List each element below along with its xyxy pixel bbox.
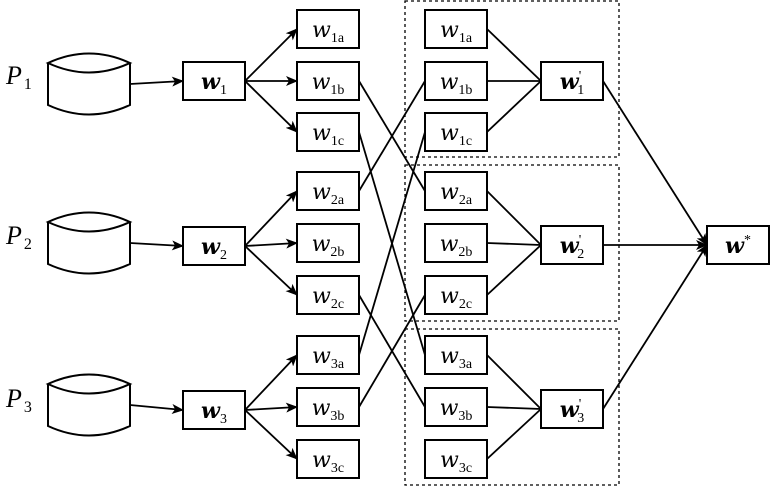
edge-g2c-to-wp2 — [486, 244, 542, 296]
edge-P2-to-w2 — [129, 240, 184, 251]
edge-w1-to-w1a — [244, 28, 298, 82]
local-model-w3: w3 — [182, 390, 246, 430]
local-model-w2-label: w2 — [201, 234, 227, 263]
split-model-w1b: w1b — [296, 61, 360, 101]
edge-w1-to-w1c — [244, 80, 298, 133]
database-icon-p3 — [45, 373, 133, 437]
split-model-w1b-label: w1b — [312, 70, 345, 98]
database-icon-p1 — [45, 52, 133, 116]
split-model-w3a-label: w3a — [312, 344, 345, 372]
split-model-w2b-label: w2b — [312, 232, 345, 260]
aggregated-model-wp3-label: w'3 — [560, 397, 584, 426]
group-2-frame — [404, 164, 620, 322]
edge-w3b-to-g2c — [358, 294, 426, 408]
global-model-wstar-label: w* — [725, 233, 751, 259]
edge-w2-to-w2a — [244, 190, 298, 247]
grouped-model-g3b-label: w3b — [440, 396, 473, 424]
local-model-w3-label: w3 — [201, 398, 227, 427]
grouped-model-g3b: w3b — [424, 387, 488, 427]
edge-g3b-to-wp3 — [486, 406, 542, 410]
aggregated-model-wp1: w'1 — [540, 61, 604, 101]
edge-g1c-to-wp1 — [486, 80, 542, 133]
split-model-w3c: w3c — [296, 439, 360, 479]
edge-g1a-to-wp1 — [486, 28, 542, 82]
grouped-model-g3c: w3c — [424, 439, 488, 479]
aggregated-model-wp1-label: w'1 — [560, 69, 584, 98]
edge-w3a-to-g1c — [358, 131, 426, 356]
grouped-model-g1c: w1c — [424, 112, 488, 152]
local-model-w2: w2 — [182, 226, 246, 266]
aggregated-model-wp3: w'3 — [540, 389, 604, 429]
group-1-frame — [404, 0, 620, 158]
aggregated-model-wp2: w'2 — [540, 225, 604, 265]
grouped-model-g3c-label: w3c — [440, 448, 472, 476]
split-model-w3a: w3a — [296, 335, 360, 375]
split-model-w3b: w3b — [296, 387, 360, 427]
split-model-w1c: w1c — [296, 112, 360, 152]
grouped-model-g1c-label: w1c — [440, 121, 472, 149]
grouped-model-g2a-label: w2a — [440, 180, 473, 208]
grouped-model-g3a: w3a — [424, 335, 488, 375]
database-icon-p2 — [45, 211, 133, 275]
split-model-w2c: w2c — [296, 275, 360, 315]
grouped-model-g2c: w2c — [424, 275, 488, 315]
split-model-w1a-label: w1a — [312, 18, 345, 46]
split-model-w3b-label: w3b — [312, 396, 345, 424]
edge-w3-to-w3c — [244, 409, 298, 460]
group-3-frame — [404, 328, 620, 486]
split-model-w1a: w1a — [296, 9, 360, 49]
edge-w2-to-w2c — [244, 245, 298, 296]
split-model-w2a: w2a — [296, 171, 360, 211]
edge-P3-to-w3 — [129, 403, 184, 414]
local-model-w1: w1 — [182, 61, 246, 101]
edge-g2a-to-wp2 — [486, 190, 542, 246]
grouped-model-g1a-label: w1a — [440, 18, 473, 46]
local-model-w1-label: w1 — [201, 69, 227, 98]
grouped-model-g1b-label: w1b — [440, 70, 473, 98]
grouped-model-g3a-label: w3a — [440, 344, 473, 372]
edge-w2a-to-g1b — [358, 80, 426, 192]
edge-g2b-to-wp2 — [486, 242, 542, 246]
edge-wp1-to-wstar — [602, 80, 708, 246]
grouped-model-g1a: w1a — [424, 9, 488, 49]
grouped-model-g2b-label: w2b — [440, 232, 473, 260]
split-model-w3c-label: w3c — [312, 448, 344, 476]
edge-w3-to-w3a — [244, 354, 298, 411]
aggregated-model-wp2-label: w'2 — [560, 233, 584, 262]
grouped-model-g2b: w2b — [424, 223, 488, 263]
edge-w3-to-w3b — [244, 402, 298, 413]
split-model-w2b: w2b — [296, 223, 360, 263]
split-model-w2a-label: w2a — [312, 180, 345, 208]
edge-P1-to-w1 — [129, 76, 184, 87]
split-model-w2c-label: w2c — [312, 284, 344, 312]
split-model-w1c-label: w1c — [312, 121, 344, 149]
grouped-model-g2c-label: w2c — [440, 284, 472, 312]
edge-g3c-to-wp3 — [486, 408, 542, 460]
global-model-wstar: w* — [706, 225, 770, 265]
edge-wp3-to-wstar — [602, 244, 708, 410]
edge-w2-to-w2b — [244, 238, 298, 249]
grouped-model-g2a: w2a — [424, 171, 488, 211]
edge-g3a-to-wp3 — [486, 354, 542, 410]
grouped-model-g1b: w1b — [424, 61, 488, 101]
